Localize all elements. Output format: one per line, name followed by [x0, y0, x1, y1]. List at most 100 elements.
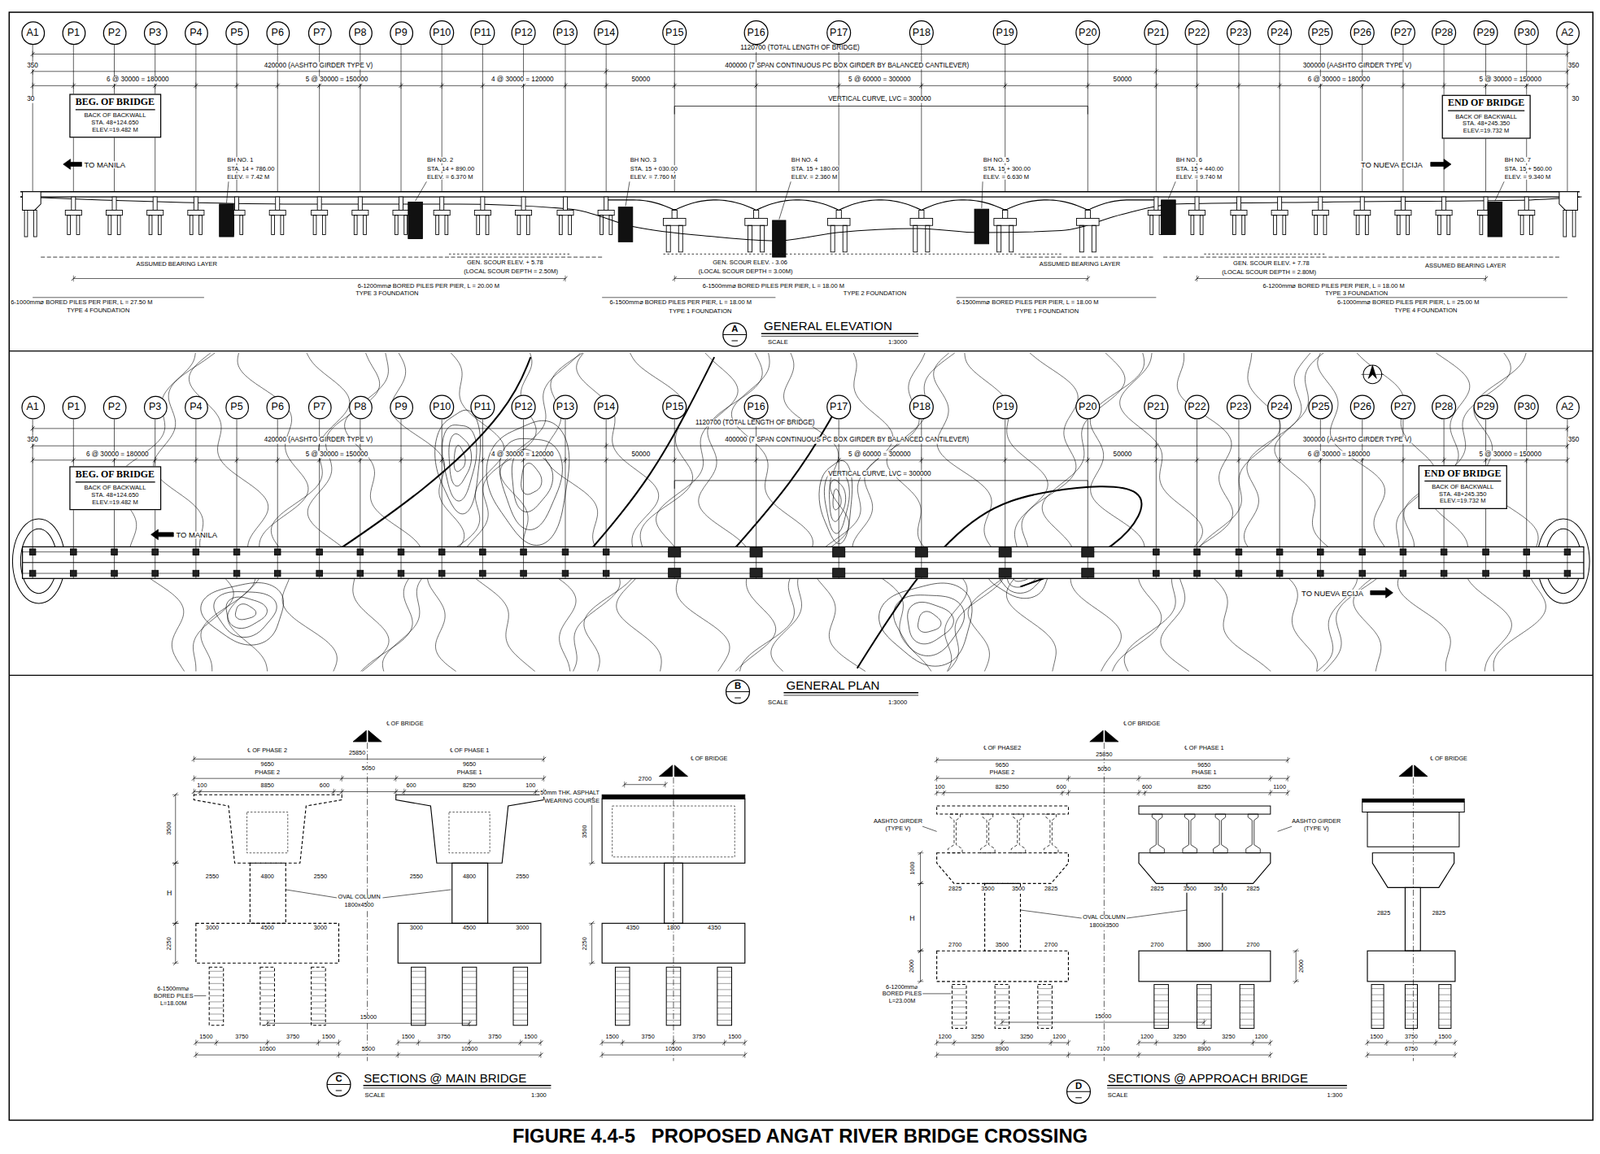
bored-pile	[600, 215, 604, 236]
annotation-label: 400000 (7 SPAN CONTINUOUS PC BOX GIRDER …	[724, 437, 970, 445]
annotation-label: GEN. SCOUR ELEV. - 3.06	[712, 259, 789, 266]
pile-cap	[827, 217, 851, 226]
bored-pile	[1199, 215, 1204, 236]
node-text: P23	[1229, 27, 1248, 39]
annotation-label: TO NUEVA ECIJA	[1300, 589, 1364, 598]
annotation-label: PHASE 1	[456, 770, 483, 777]
annotation-label: 3000	[409, 925, 423, 932]
node-text: P9	[394, 401, 407, 413]
annotation-label: ASSUMED BEARING LAYER	[1038, 261, 1121, 268]
dimension-tick	[1252, 1039, 1254, 1047]
node-text: P15	[665, 27, 684, 39]
oval-column	[1404, 887, 1421, 951]
pier-column	[1002, 209, 1008, 218]
pier-footprint	[111, 570, 118, 577]
pile-hatch	[260, 1007, 275, 1009]
pile-hatch	[717, 1020, 733, 1021]
footing	[937, 950, 1069, 982]
north-arrow	[1368, 365, 1377, 379]
annotation-label: TYPE 3 FOUNDATION	[1324, 289, 1388, 297]
bored-pile	[1232, 215, 1236, 236]
pile-hatch	[260, 1001, 275, 1003]
annotation-label: 2550	[515, 874, 530, 881]
pier-footprint	[479, 549, 487, 556]
bored-pile	[842, 225, 847, 253]
pier-footprint	[1359, 549, 1366, 556]
node-text: P22	[1187, 401, 1206, 413]
aashto-girder	[947, 814, 963, 854]
contour-line	[462, 353, 537, 672]
annotation-label: 2550	[204, 874, 219, 881]
annotation-label: VERTICAL CURVE, LVC = 300000	[828, 470, 933, 478]
pile-hatch	[1037, 994, 1053, 996]
dimension-line	[591, 798, 593, 864]
pile-hatch	[1239, 1000, 1255, 1002]
node-text: P26	[1353, 27, 1372, 39]
pile-cap	[433, 209, 450, 215]
pier-grid-line	[523, 419, 524, 548]
bored-pile	[1314, 215, 1318, 236]
pier-cap	[937, 853, 1069, 885]
pier-marker: P17	[826, 394, 851, 419]
pier-footprint	[1235, 570, 1243, 577]
pile-hatch	[462, 1007, 477, 1009]
annotation-label: 1500	[605, 1034, 620, 1041]
section-marker: B	[725, 679, 750, 704]
dimension-line	[174, 923, 176, 964]
bored-pile	[678, 225, 683, 253]
station-box: END OF BRIDGEBACK OF BACKWALLSTA. 48+245…	[1441, 95, 1531, 139]
section-cut-arrow	[368, 730, 382, 742]
scour-line	[662, 253, 1061, 255]
pier-footprint	[749, 568, 763, 578]
pier-footprint	[668, 568, 681, 578]
pile-hatch	[260, 971, 275, 973]
dimension-tick	[172, 794, 179, 796]
pier-footprint	[1194, 549, 1201, 556]
bored-pile	[313, 215, 317, 236]
pier-footprint	[1482, 570, 1490, 577]
annotation-label: 25850	[1095, 752, 1113, 759]
leader-line	[226, 181, 229, 203]
pier-marker: P30	[1514, 20, 1539, 45]
pile-hatch	[994, 1000, 1010, 1002]
node-text: P26	[1353, 401, 1372, 413]
leader-line	[415, 181, 428, 201]
dimension-line	[624, 784, 666, 785]
view-title: GENERAL PLAN	[785, 679, 881, 692]
pier-marker: P7	[307, 21, 332, 45]
pile-hatch	[311, 976, 327, 978]
pier-footprint	[602, 570, 610, 577]
pile-hatch	[1197, 1000, 1212, 1002]
pile-cap	[557, 209, 574, 215]
section-cut-arrow	[1105, 730, 1119, 742]
pier-marker: P2	[102, 395, 127, 419]
pier-marker: P19	[993, 394, 1018, 419]
pier-grid-line	[195, 44, 197, 192]
annotation-label: ELEV. = 6.370 M	[426, 173, 474, 180]
pier-column	[562, 196, 567, 210]
pile-hatch	[1371, 1012, 1384, 1014]
annotation-label: 1120700 (TOTAL LENGTH OF BRIDGE)	[740, 45, 861, 53]
oval-column	[452, 863, 489, 924]
pier-marker: P28	[1431, 20, 1457, 45]
node-text: P18	[912, 401, 931, 413]
pile-hatch	[1154, 1000, 1169, 1002]
annotation-label: 2825	[1043, 886, 1058, 893]
dimension-tick	[395, 789, 397, 796]
borehole-log	[1161, 200, 1177, 236]
pile-hatch	[1037, 1000, 1053, 1002]
bearing-layer-line	[1020, 257, 1154, 258]
annotation-label: 5 @ 30000 = 150000	[1478, 451, 1543, 458]
pile-hatch	[260, 1013, 275, 1015]
annotation-label: 3500	[994, 942, 1009, 949]
node-text: P14	[597, 27, 615, 39]
node-text: P27	[1394, 27, 1413, 39]
pier-column	[275, 196, 280, 210]
pier-marker: P5	[225, 395, 249, 419]
annotation-label: ELEV. = 9.340 M	[1504, 173, 1552, 180]
bored-pile	[1479, 215, 1483, 236]
annotation-label: ℄ OF BRIDGE	[1122, 721, 1161, 728]
panel-divider	[8, 350, 1593, 352]
contour-loop	[521, 463, 542, 495]
dimension-tick	[953, 1039, 955, 1047]
